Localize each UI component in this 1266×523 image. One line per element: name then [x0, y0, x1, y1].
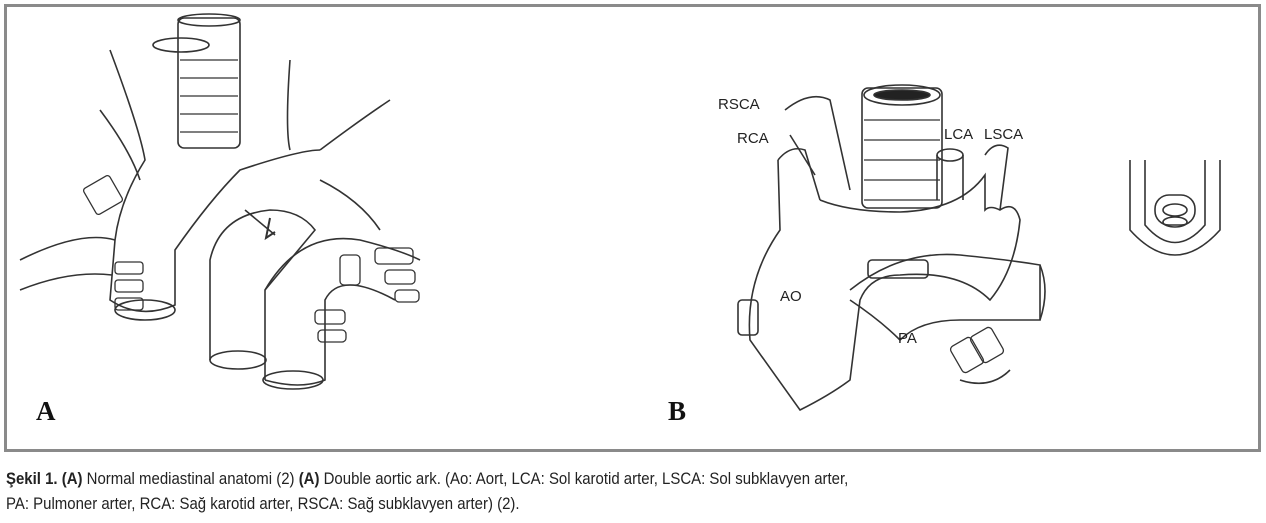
caption-line-1: Şekil 1. (A) Normal mediastinal anatomi … — [6, 466, 1238, 491]
label-pa: PA — [898, 330, 917, 347]
caption-panel-a-ref-2: (A) — [298, 469, 320, 488]
panel-b-drawing — [737, 84, 1221, 412]
figure-caption: Şekil 1. (A) Normal mediastinal anatomi … — [6, 466, 1238, 516]
label-lca: LCA — [944, 126, 974, 143]
caption-figure-number: Şekil 1. — [6, 469, 58, 488]
caption-panel-a-ref: (A) — [61, 469, 83, 488]
label-lsca: LSCA — [984, 126, 1024, 143]
figure-frame — [4, 4, 1261, 452]
panel-a-label: A — [36, 396, 56, 426]
panel-a-drawing — [19, 13, 421, 390]
anatomy-illustration — [19, 13, 1221, 412]
label-ao: AO — [780, 288, 802, 305]
caption-text-2: Double aortic ark. (Ao: Aort, LCA: Sol k… — [319, 469, 849, 488]
caption-text-1: Normal mediastinal anatomi (2) — [82, 469, 299, 488]
panel-b-label: B — [668, 396, 687, 426]
label-rsca: RSCA — [718, 96, 760, 113]
label-rca: RCA — [737, 130, 769, 147]
caption-line-2: PA: Pulmoner arter, RCA: Sağ karotid art… — [6, 494, 520, 513]
